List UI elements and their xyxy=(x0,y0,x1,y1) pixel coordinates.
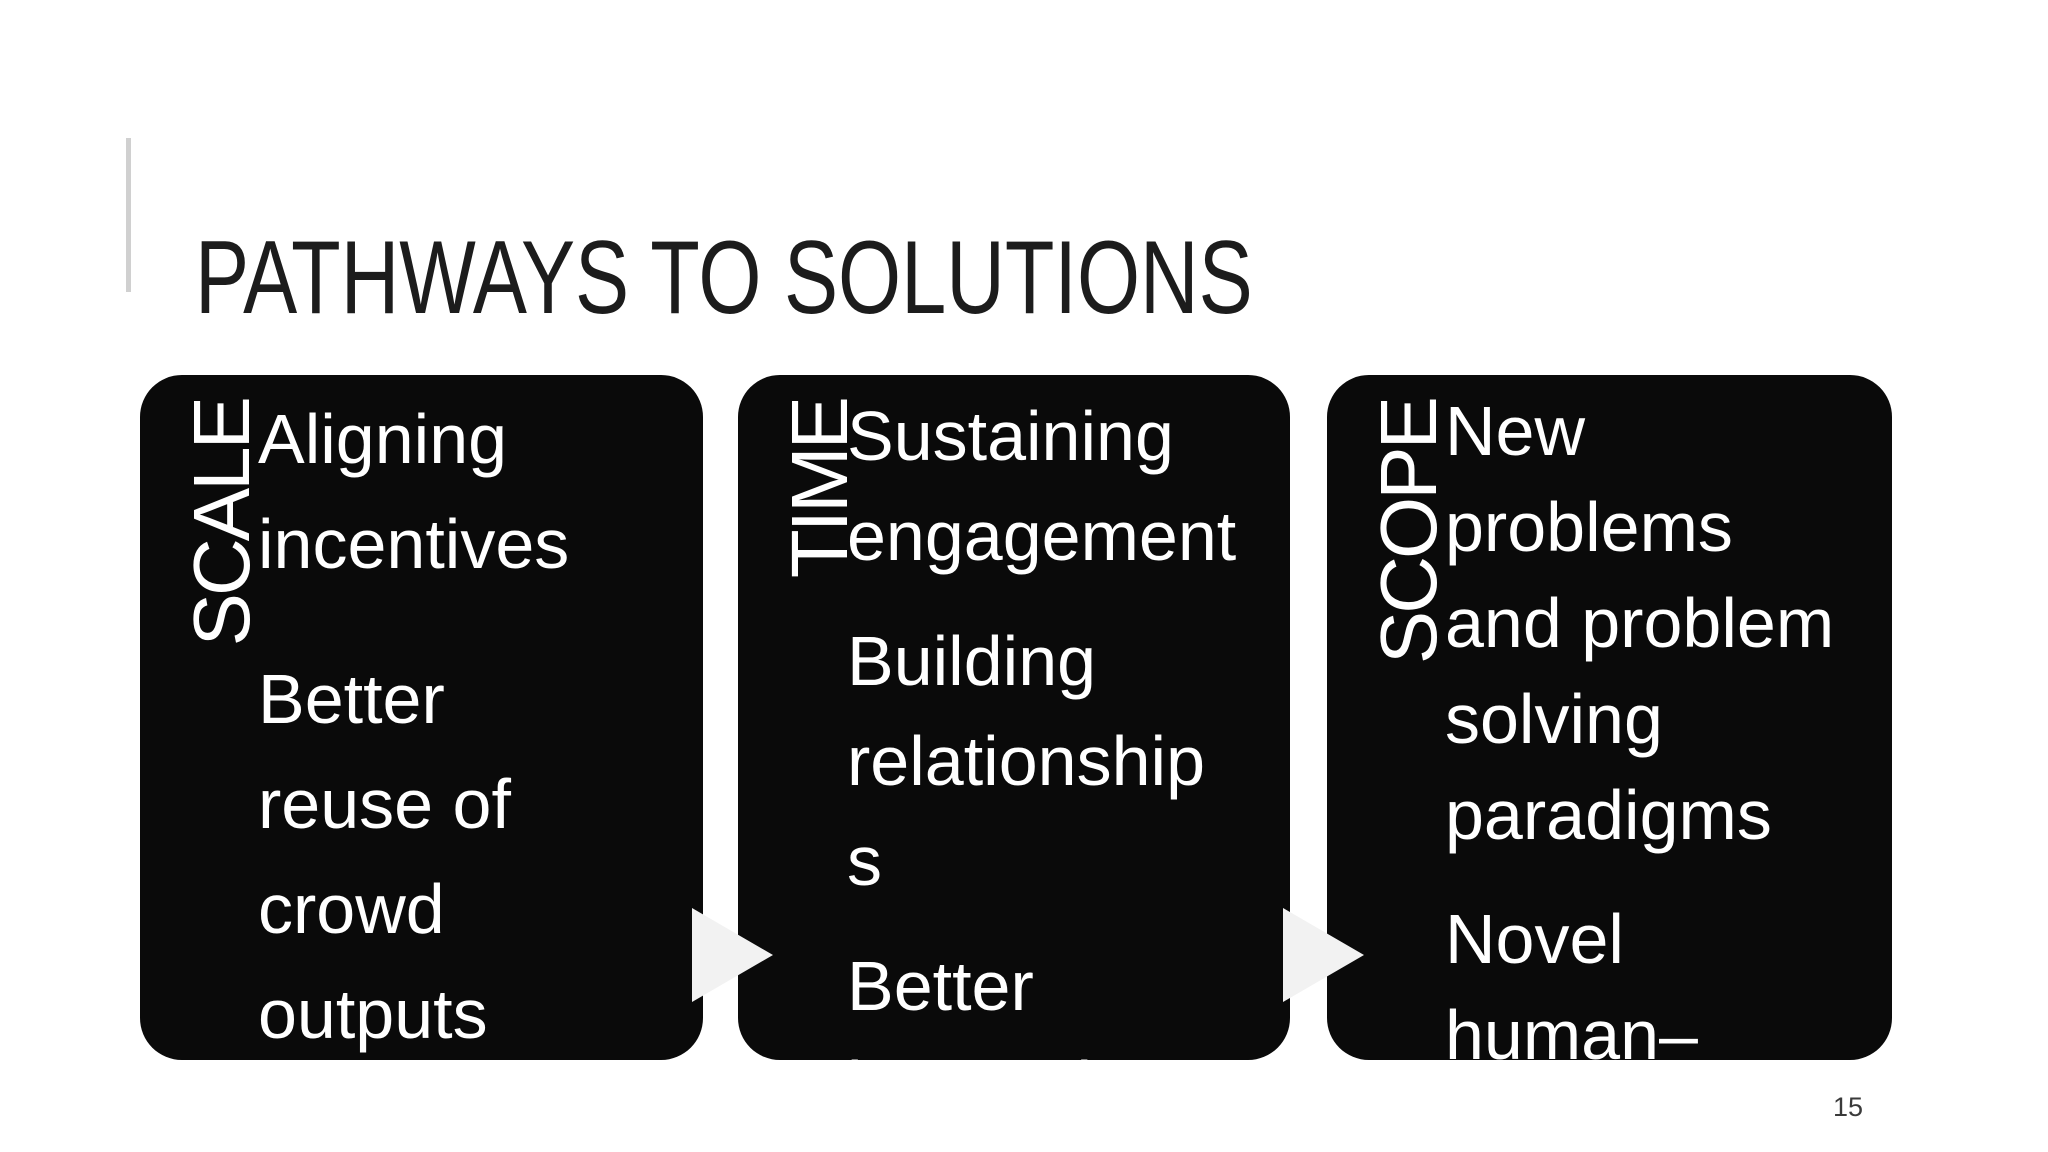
bullet-item: Novel human– xyxy=(1445,891,1880,1060)
text-line: crowd xyxy=(258,870,445,948)
bullet-item: Sustaining engagement xyxy=(847,386,1280,586)
text-line: and problem xyxy=(1445,584,1835,662)
text-line: engagement xyxy=(847,497,1237,575)
bullet-item: Better reuse of crowd outputs xyxy=(258,647,689,1060)
text-line: reuse of xyxy=(258,765,511,843)
box-content: Sustaining engagement Building relationshi… xyxy=(738,375,1290,1060)
text-line: paradigms xyxy=(1445,776,1772,854)
text-line: relationship xyxy=(847,722,1205,800)
text-line: Aligning xyxy=(258,400,508,478)
text-line: human– xyxy=(1445,996,1698,1060)
bullet-item: Aligning incentives xyxy=(258,387,689,597)
arrow-right-icon xyxy=(1283,908,1364,1002)
text-line: outputs xyxy=(258,975,488,1053)
text-line: Better xyxy=(847,947,1034,1025)
page-number: 15 xyxy=(1833,1092,1864,1122)
arrow-right-icon xyxy=(692,908,773,1002)
bullet-item: New problems and problem solving paradigms xyxy=(1445,383,1880,863)
text-line: Building xyxy=(847,622,1097,700)
text-line: Better xyxy=(258,660,445,738)
text-line: interactions xyxy=(847,1036,1280,1060)
title-accent-bar xyxy=(126,138,131,292)
box-content: New problems and problem solving paradigms N… xyxy=(1327,375,1892,1060)
text-line: New xyxy=(1445,392,1586,470)
box-content: Aligning incentives Better reuse of crowd ou… xyxy=(140,375,703,1060)
page-title: PATHWAYS TO SOLUTIONS xyxy=(195,219,1253,336)
text-line: incentives xyxy=(258,505,570,583)
text-line: s xyxy=(847,822,882,900)
text-line: solving xyxy=(1445,680,1663,758)
bullet-item: Better interactions xyxy=(847,936,1280,1060)
text-line: Sustaining xyxy=(847,397,1174,475)
text-line: problems xyxy=(1445,488,1733,566)
bullet-item: Building relationship s xyxy=(847,611,1280,911)
text-line: Novel xyxy=(1445,900,1624,978)
